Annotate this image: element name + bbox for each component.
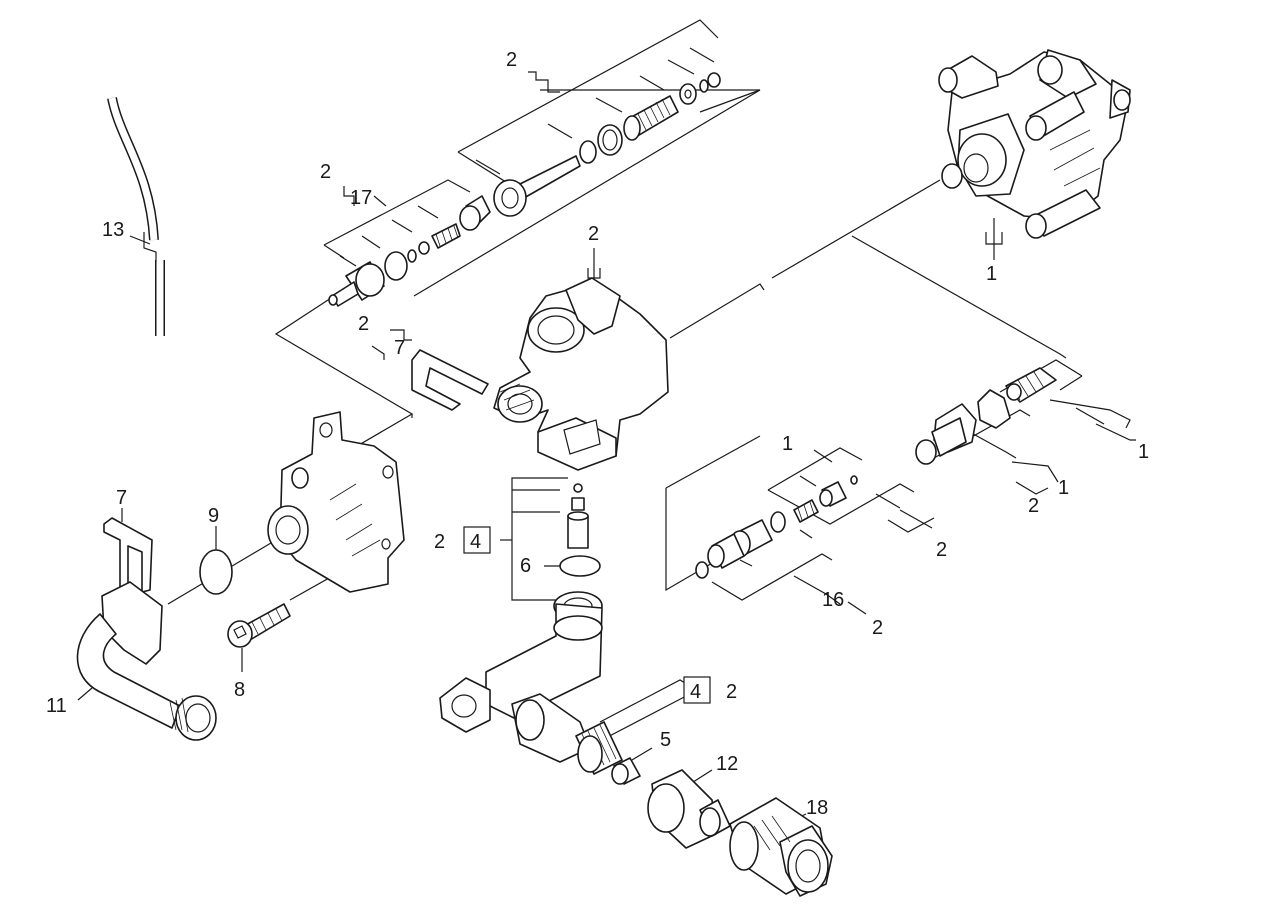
label-oring-6: 6 [520, 555, 531, 577]
valve-housing [267, 411, 405, 593]
kit-4-upper-parts [559, 483, 601, 577]
clip-7-lower [103, 517, 153, 593]
label-spring-set-qty: 2 [506, 49, 517, 71]
label-kit-4-upper: 4 [470, 531, 481, 553]
coupling-12 [647, 769, 731, 849]
seal-set-16 [695, 519, 773, 579]
valve-set-1-middle [770, 475, 858, 533]
kit-4-upper-box [463, 526, 491, 554]
label-valve-set-1-right: 1 [1138, 441, 1149, 463]
insert-5 [611, 757, 641, 785]
label-valve-set-17: 17 [350, 187, 372, 209]
valve-set-17 [328, 195, 491, 307]
label-pump-head-set: 2 [588, 223, 599, 245]
label-kit-4-upper-qty: 2 [434, 531, 445, 553]
label-seal-set-16-qty: 2 [872, 617, 883, 639]
label-adapter-18: 18 [806, 797, 828, 819]
label-elbow-11: 11 [46, 695, 67, 717]
pump-head [938, 49, 1131, 239]
valve-set-1-right [915, 367, 1057, 465]
label-valve-set-1-right-b: 1 [1058, 477, 1069, 499]
clip-7-upper [411, 349, 489, 411]
label-insert-5: 5 [660, 729, 671, 751]
label-clip-7-lower: 7 [116, 487, 127, 509]
label-kit-4-lower-qty: 2 [726, 681, 737, 703]
valve-body [493, 277, 669, 471]
label-clip-7-upper: 7 [394, 337, 405, 359]
label-clip-7-upper-qty: 2 [358, 313, 369, 335]
label-hose-13: 13 [102, 219, 124, 241]
elbow-11 [76, 581, 217, 741]
label-kit-4-lower: 4 [690, 681, 701, 703]
label-valve-set-1-middle: 1 [782, 433, 793, 455]
spring-set [493, 72, 721, 217]
adapter-18 [729, 797, 833, 897]
label-valve-set-1-middle-qty: 2 [936, 539, 947, 561]
leader-lines [77, 19, 1136, 825]
screw-8 [227, 603, 291, 648]
label-pump-head: 1 [986, 263, 997, 285]
label-screw-8: 8 [234, 679, 245, 701]
label-valve-set-1-right-qty: 2 [1028, 495, 1039, 517]
callout-labels: 2 2 1 2 17 13 2 7 1 1 2 1 2 16 2 7 9 8 1… [46, 49, 1149, 819]
label-valve-set-17-qty: 2 [320, 161, 331, 183]
label-seal-set-16: 16 [822, 589, 844, 611]
label-oring-9: 9 [208, 505, 219, 527]
outlet-tube [439, 591, 623, 775]
label-coupling-12: 12 [716, 753, 738, 775]
oring-9 [199, 549, 233, 595]
kit-4-lower-box [683, 676, 711, 704]
hose-13 [106, 75, 245, 336]
